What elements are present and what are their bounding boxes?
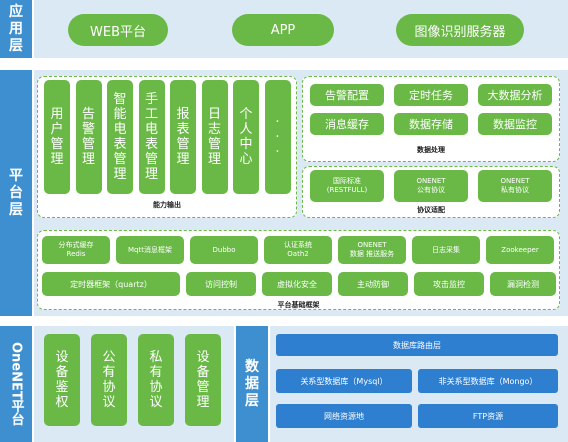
framework-item[interactable]: Zookeeper: [486, 236, 554, 264]
protocol-item-line1: ONENET: [416, 177, 446, 185]
ftp-resource[interactable]: FTP资源: [418, 404, 558, 428]
capability-item[interactable]: 智能电表管理智能电表管理: [107, 80, 133, 194]
onenet-vertical-text: OneNET平台: [8, 342, 24, 426]
framework-item-line1: ONENET: [357, 241, 387, 249]
data-processing-caption: 数据处理: [417, 146, 445, 154]
onenet-item[interactable]: 私有协议私有协议: [138, 334, 174, 426]
app-mobile-app[interactable]: APP: [232, 14, 334, 46]
data-processing-item[interactable]: 消息缓存: [310, 113, 384, 135]
framework-row2-item[interactable]: 定时器框架（quartz）: [42, 272, 180, 296]
framework-item[interactable]: 日志采集: [412, 236, 480, 264]
relational-database[interactable]: 关系型数据库（Mysql）: [276, 369, 412, 393]
data-processing-item[interactable]: 定时任务: [394, 84, 468, 106]
protocol-item-line1: ONENET: [500, 177, 530, 185]
protocol-item-line2: 公有协议: [417, 186, 445, 194]
capability-item[interactable]: 手工电表管理手工电表管理: [138, 80, 165, 194]
capability-item[interactable]: 用户管理用户管理: [44, 80, 70, 194]
framework-row2-item[interactable]: 攻击监控: [414, 272, 484, 296]
capability-item[interactable]: ...···: [264, 80, 291, 194]
framework-item-line1: 认证系统: [284, 241, 312, 249]
protocol-caption: 协议适配: [417, 206, 445, 214]
database-router[interactable]: 数据库路由层: [276, 334, 558, 356]
data-layer-label: 数据层数据层: [236, 326, 268, 442]
framework-row2-item[interactable]: 漏洞检测: [490, 272, 556, 296]
app-image-recognition-server[interactable]: 图像识别服务器: [396, 14, 524, 46]
framework-item-line2: Redis: [66, 250, 86, 258]
framework-item-line1: Zookeeper: [501, 245, 539, 254]
framework-caption: 平台基础框架: [277, 301, 320, 309]
framework-item-line1: Dubbo: [212, 245, 236, 254]
capability-item[interactable]: 个人中心个人中心: [233, 80, 259, 194]
onenet-layer-label: OneNET平台: [0, 326, 32, 442]
framework-item-line2: 数据 推送服务: [349, 250, 395, 258]
framework-item[interactable]: Mqtt消息框架: [116, 236, 184, 264]
framework-item-line1: 分布式缓存: [58, 241, 94, 249]
protocol-item-line1: 国际标准: [333, 177, 361, 185]
framework-row2-item[interactable]: 访问控制: [186, 272, 256, 296]
app-layer-label: 应用层应用层: [0, 0, 32, 58]
capability-item[interactable]: 日志管理日志管理: [201, 80, 228, 194]
data-processing-item[interactable]: 数据存储: [394, 113, 468, 135]
data-processing-item[interactable]: 大数据分析: [478, 84, 552, 106]
app-web-platform[interactable]: WEB平台: [68, 14, 168, 46]
data-processing-item[interactable]: 数据监控: [478, 113, 552, 135]
framework-item-line2: Oath2: [287, 250, 309, 258]
framework-row2-item[interactable]: 虚拟化安全: [262, 272, 332, 296]
framework-item-line1: 日志采集: [432, 245, 460, 254]
onenet-item[interactable]: 设备鉴权设备鉴权: [44, 334, 80, 426]
protocol-item[interactable]: 国际标准(RESTFULL): [310, 170, 384, 202]
capability-caption: 能力输出: [153, 201, 181, 209]
onenet-item[interactable]: 公有协议公有协议: [91, 334, 127, 426]
protocol-item-line2: 私有协议: [501, 186, 529, 194]
framework-item-line1: Mqtt消息框架: [128, 245, 172, 254]
framework-row2-item[interactable]: 主动防御: [338, 272, 408, 296]
capability-item[interactable]: 告警管理告警管理: [75, 80, 102, 194]
framework-item[interactable]: Dubbo: [190, 236, 258, 264]
network-resource[interactable]: 网络资源地: [276, 404, 412, 428]
platform-layer-label: 平台层平台层: [0, 70, 32, 316]
capability-item[interactable]: 报表管理报表管理: [170, 80, 196, 194]
nonrelational-database[interactable]: 非关系型数据库（Mongo）: [418, 369, 558, 393]
protocol-item-line2: (RESTFULL): [326, 186, 368, 194]
data-processing-item[interactable]: 告警配置: [310, 84, 384, 106]
onenet-item[interactable]: 设备管理设备管理: [185, 334, 221, 426]
